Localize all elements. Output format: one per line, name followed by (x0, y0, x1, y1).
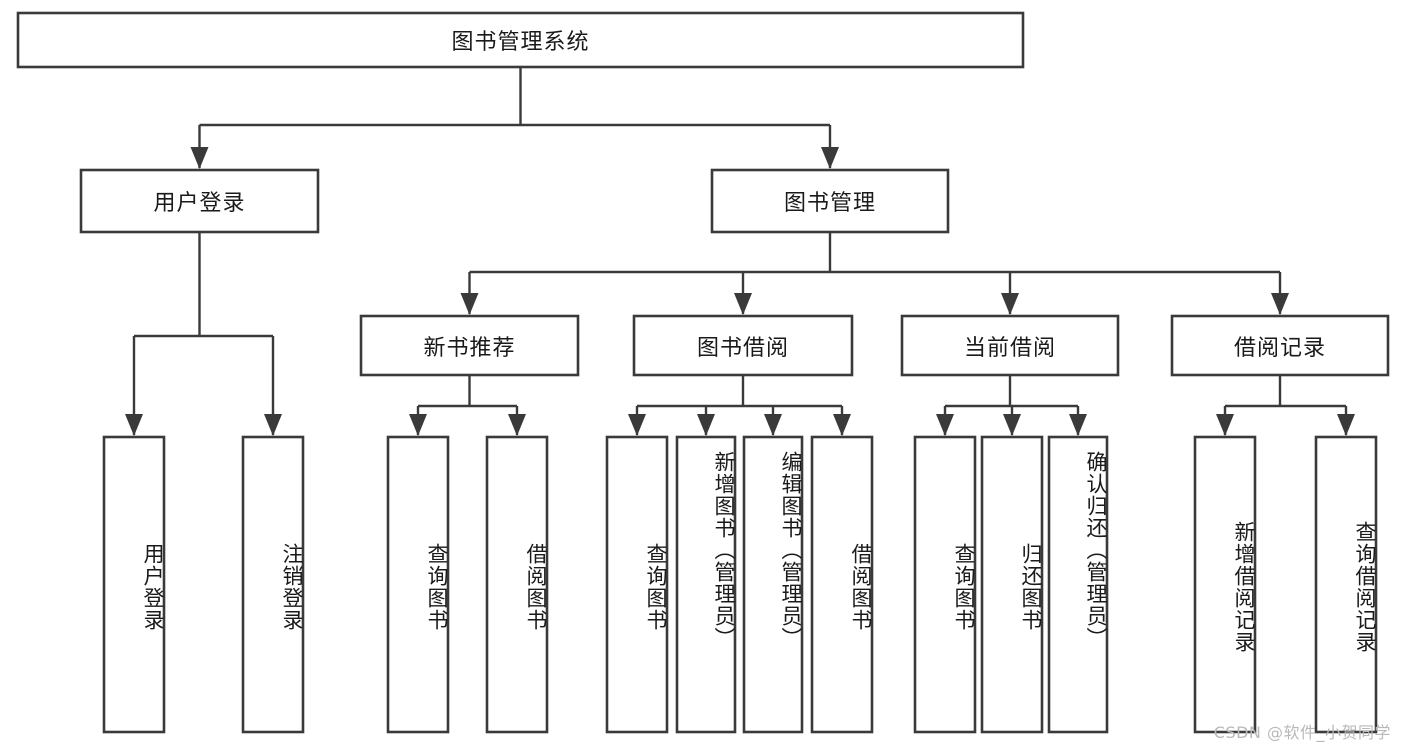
csdn-watermark: CSDN @软件_小贺同学 (1213, 723, 1391, 742)
root-box-图书管理系统[interactable] (16, 11, 1025, 69)
borrow-to-leaves-arrow-1 (697, 414, 715, 436)
level2-box-图书管理[interactable] (710, 168, 950, 234)
leaf-box-借阅图书[interactable] (810, 435, 874, 734)
book-mgmt-to-level3-arrow-0 (460, 293, 479, 315)
boxes-layer (16, 11, 1390, 734)
borrow-to-leaves-arrow-0 (628, 414, 646, 436)
newbook-to-leaves-arrow-1 (508, 414, 526, 436)
leaf-box-新增借阅记录[interactable] (1193, 435, 1257, 734)
leaf-box-新增图书管理员[interactable] (675, 435, 737, 734)
book-mgmt-to-level3-arrow-1 (734, 293, 752, 315)
leaf-box-编辑图书管理员[interactable] (742, 435, 804, 734)
current-to-leaves-arrow-0 (936, 414, 954, 436)
current-to-leaves-arrow-1 (1003, 414, 1021, 436)
connectors-layer (125, 67, 1355, 436)
leaf-box-借阅图书[interactable] (485, 435, 549, 734)
root-to-level2-arrow-0 (190, 147, 209, 169)
level3-box-借阅记录[interactable] (1170, 314, 1390, 377)
leaf-box-归还图书[interactable] (980, 435, 1044, 734)
level3-box-图书借阅[interactable] (632, 314, 854, 377)
login-to-leaves-arrow-0 (125, 414, 143, 436)
current-to-leaves-arrow-2 (1069, 414, 1087, 436)
record-to-leaves-arrow-0 (1216, 414, 1234, 436)
leaf-box-查询图书[interactable] (913, 435, 977, 734)
leaf-box-查询图书[interactable] (605, 435, 669, 734)
leaf-box-注销登录[interactable] (241, 435, 305, 734)
leaf-box-用户登录[interactable] (102, 435, 166, 734)
level3-box-当前借阅[interactable] (900, 314, 1120, 377)
newbook-to-leaves-arrow-0 (409, 414, 427, 436)
leaf-box-查询图书[interactable] (386, 435, 450, 734)
leaf-box-确认归还管理员[interactable] (1047, 435, 1109, 734)
login-to-leaves-arrow-1 (264, 414, 282, 436)
level3-box-新书推荐[interactable] (359, 314, 580, 377)
record-to-leaves-arrow-1 (1337, 414, 1355, 436)
borrow-to-leaves-arrow-2 (764, 414, 782, 436)
borrow-to-leaves-arrow-3 (833, 414, 851, 436)
root-to-level2-arrow-1 (821, 147, 839, 169)
book-mgmt-to-level3-arrow-2 (1001, 293, 1019, 315)
leaf-box-查询借阅记录[interactable] (1314, 435, 1378, 734)
book-mgmt-to-level3-arrow-3 (1271, 293, 1289, 315)
level2-box-用户登录[interactable] (79, 168, 320, 234)
